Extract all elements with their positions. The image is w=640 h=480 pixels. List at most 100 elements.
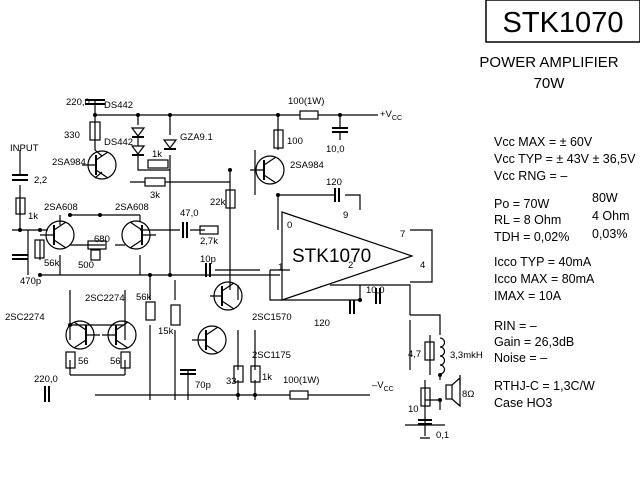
spec-vcc-rng: Vcc RNG = – [494,169,567,183]
label-t-2sa608b: 2SA608 [115,202,149,213]
label-input: INPUT [10,143,39,154]
label-c-470p: 470p [20,276,41,287]
transistor-2sa984-right: 2SA984 [250,155,324,185]
label-l-33: 3,3mkH [450,350,483,361]
resistor-500: 500 [78,249,101,271]
label-c-in: 2,2 [34,175,47,186]
label-spk: 8Ω [462,389,474,400]
transistor-2sa608-right: 2SA608 [115,202,156,250]
capacitor-220-bottom: 220,0 [34,374,58,402]
components: 220,0 330 2SA984 DS442 DS442 [5,96,483,441]
resistor-56k: 56k [34,239,60,269]
label-r-680: 680 [94,234,110,245]
vcc-negative-label: –VCC [372,380,394,393]
label-t-2sc1570: 2SC1570 [252,312,292,323]
capacitor-220-top: 220,0 [66,97,105,108]
title-box [485,0,640,43]
capacitor-120-bottom: 120 [314,300,355,329]
label-r-in: 1k [28,211,38,222]
spec-icco-max: Icco MAX = 80mA [494,272,595,286]
resistor-4-7: 4,7 [408,341,435,361]
spec-rin: RIN = – [494,319,537,333]
ic-stk1070: STK1070 0 1 2 4 7 9 [278,210,433,301]
spec-rthjc: RTHJ-C = 1,3C/W [494,379,595,393]
label-vcc-neg: –VCC [372,380,394,393]
label-c-120-bot: 120 [314,318,330,329]
label-r-1k-mid: 1k [152,149,162,160]
capacitor-10-top: 10,0 [326,115,348,155]
label-r-33: 33 [226,376,237,387]
label-z-gza: GZA9.1 [180,132,213,143]
transistor-2sc2274-left: 2SC2274 [5,312,100,350]
label-r-3k: 3k [150,190,160,201]
capacitor-10p: 10p [200,254,216,277]
ic-label: STK1070 [292,246,371,267]
label-r-22k: 22k [210,197,226,208]
label-vcc-pos: +VCC [380,109,402,122]
resistor-1k-bottom: 1k [250,365,272,383]
resistor-100-1w-top: 100(1W) [288,96,324,120]
resistor-330: 330 [64,121,101,141]
capacitor-0-1: 0,1 [418,419,449,441]
label-r-56k: 56k [44,258,60,269]
capacitor-120-top: 120 [326,177,342,202]
wires [12,100,461,439]
label-t-2sa984a: 2SA984 [52,157,86,168]
transistor-2sc1570: 2SC1570 [210,281,292,323]
label-c-01: 0,1 [436,430,449,441]
transistor-2sa984-left: 2SA984 [52,150,117,180]
label-c-220-top: 220,0 [66,97,90,108]
label-c-220-bot: 220,0 [34,374,58,385]
label-r-47: 4,7 [408,349,421,360]
label-r-56a: 56 [78,356,89,367]
label-r-100-top: 100 [287,136,303,147]
capacitor-470p: 470p [12,254,41,287]
label-c-70p: 70p [195,380,211,391]
spec-case: Case HO3 [494,396,552,410]
spec-gain: Gain = 26,3dB [494,335,574,349]
resistor-2-7k: 2,7k [199,225,219,247]
resistor-100: 100 [273,129,303,149]
resistor-10: 10 [408,387,431,415]
label-r-15k: 15k [158,326,174,337]
resistor-56-left: 56 [65,351,89,369]
label-t-2sa984b: 2SA984 [290,160,324,171]
label-r-10: 10 [408,404,419,415]
title-block: STK1070 POWER AMPLIFIER 70W [479,0,640,92]
resistor-input-1k: 1k [15,197,38,222]
label-r-1k-bot: 1k [262,372,272,383]
label-c-120-top: 120 [326,177,342,188]
capacitor-10-mid: 10,0 [366,285,385,304]
transistor-2sc2274-right: 2SC2274 [85,293,137,350]
label-pin1: 1 [278,262,283,273]
label-c-47: 47,0 [180,208,199,219]
label-pin2: 2 [348,260,353,271]
chip-title: STK1070 [503,7,624,39]
resistor-100-1w-bottom: 100(1W) [283,375,319,400]
label-t-2sc2274b: 2SC2274 [85,293,125,304]
resistor-680: 680 [87,234,110,250]
label-r-56b: 56 [110,356,121,367]
label-t-2sc2274a: 2SC2274 [5,312,45,323]
label-d-ds442a: DS442 [104,100,133,111]
spec-list: Vcc MAX = ± 60V Vcc TYP = ± 43V ± 36,5V … [494,135,636,410]
resistor-1k-mid: 1k [147,149,169,169]
capacitor-47: 47,0 [180,208,199,238]
resistor-56k-b: 56k [136,292,156,321]
subtitle-line2: 70W [534,75,566,92]
resistor-3k: 3k [130,177,230,201]
label-pin4: 4 [420,260,425,271]
label-pin0: 0 [287,220,292,231]
label-c-10-top: 10,0 [326,144,345,155]
resistor-56-right: 56 [110,351,131,369]
resistor-22k: 22k [210,189,236,209]
spec-tdh-4ohm: 0,03% [592,227,627,241]
zener-gza91: GZA9.1 [162,132,213,150]
label-t-2sa608a: 2SA608 [44,202,78,213]
spec-noise: Noise = – [494,351,547,365]
label-c-10p: 10p [200,254,216,265]
label-r-500: 500 [78,260,94,271]
label-pin9: 9 [343,210,348,221]
spec-rl: RL = 8 Ohm [494,213,561,227]
